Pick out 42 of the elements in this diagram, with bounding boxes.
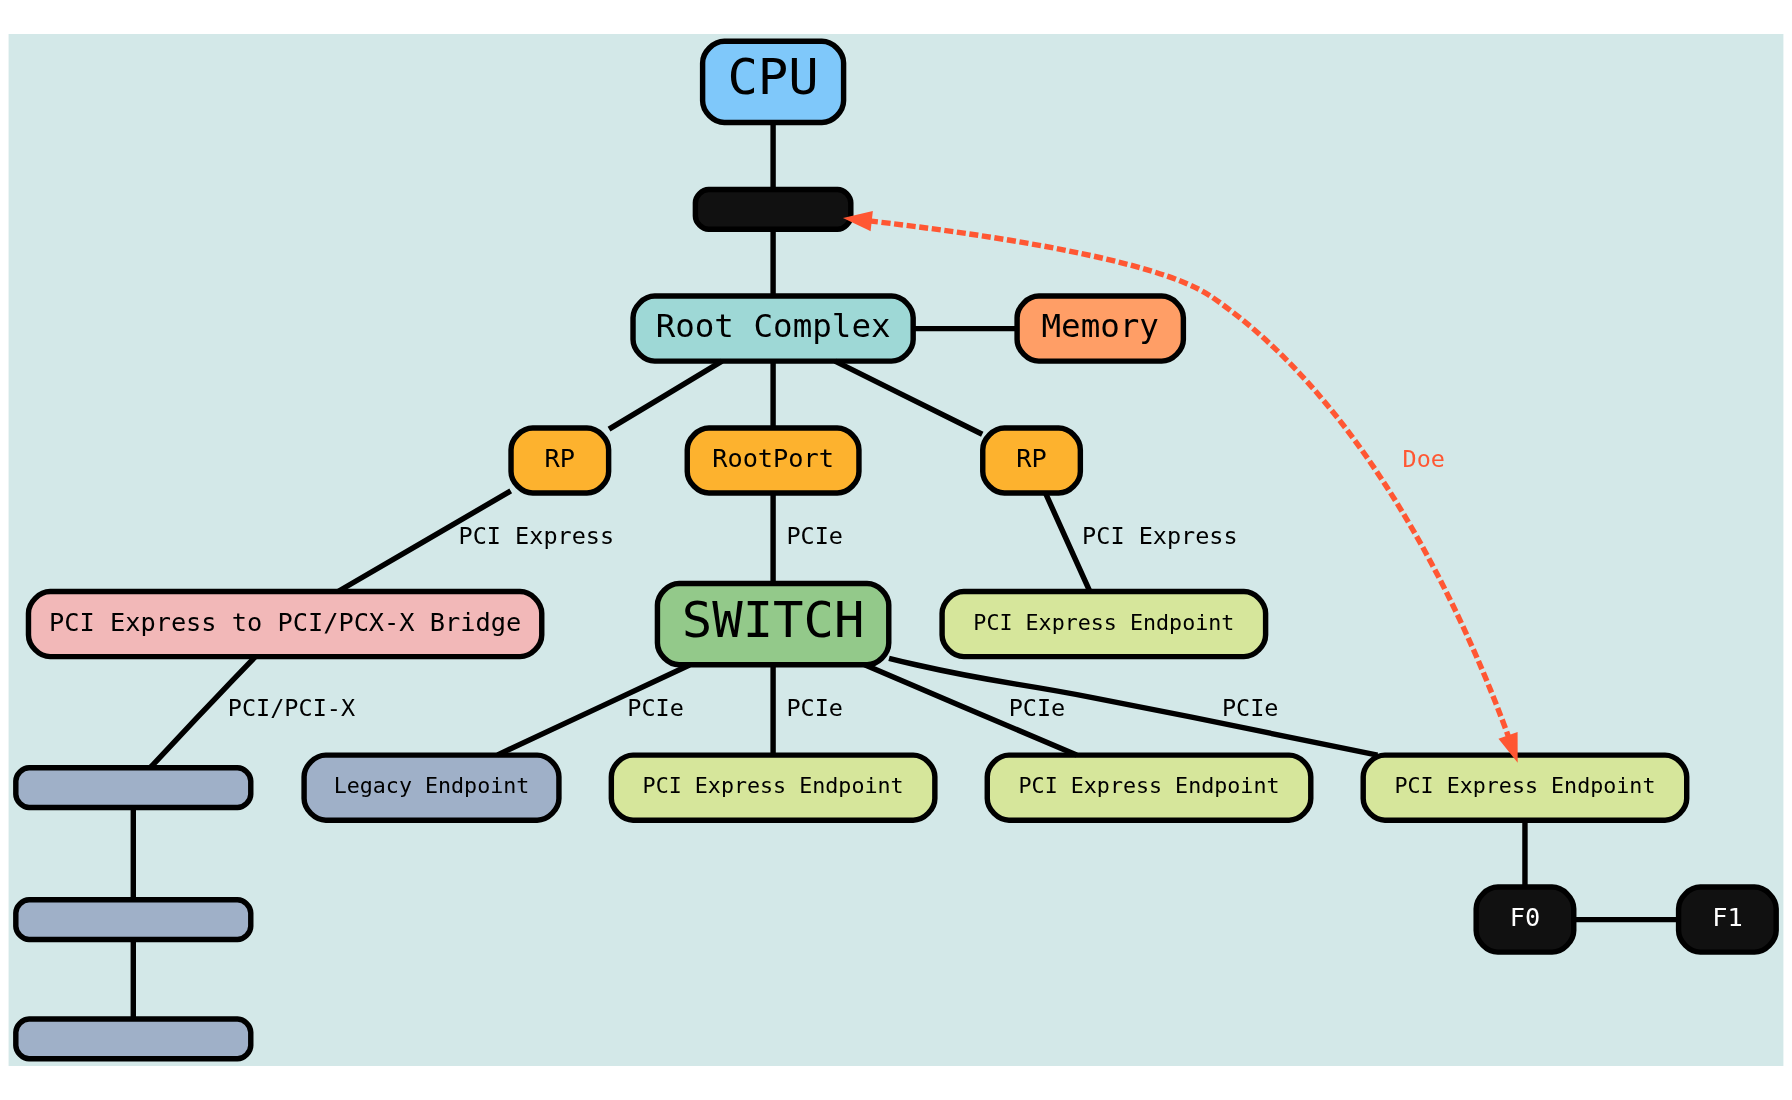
node-box: SWITCH — [654, 580, 892, 668]
node-bar — [13, 897, 254, 943]
node-box: PCI Express Endpoint — [608, 752, 938, 823]
node-bar — [13, 765, 254, 811]
node-box: Legacy Endpoint — [301, 752, 562, 823]
node-box: CPU — [699, 38, 847, 126]
node-box: PCI Express Endpoint — [939, 588, 1269, 660]
connector — [607, 358, 724, 432]
node-box: Root Complex — [630, 293, 916, 364]
connector — [130, 807, 136, 900]
edge-label: Doe — [1402, 444, 1445, 473]
edge-label: PCI Express — [458, 522, 615, 551]
connector — [770, 229, 776, 296]
edge-label: PCIe — [1008, 694, 1066, 723]
edge-label: PCI Express — [1082, 522, 1238, 551]
node-box: RP — [508, 425, 612, 496]
node-bar — [13, 1016, 254, 1062]
connector — [770, 665, 776, 755]
node-box: Memory — [1014, 293, 1187, 364]
connector — [770, 122, 776, 189]
edge-label: PCIe — [786, 522, 843, 551]
node-box: F0 — [1473, 884, 1577, 955]
connector — [1574, 916, 1679, 923]
connector — [913, 325, 1017, 332]
connector — [130, 939, 136, 1019]
node-box: F1 — [1675, 884, 1779, 955]
edge-label: PCIe — [786, 694, 843, 723]
node-box: PCI Express Endpoint — [1360, 752, 1690, 823]
connector — [770, 493, 776, 584]
node-box: RP — [980, 425, 1084, 496]
node-box — [692, 186, 854, 232]
edge-label: PCIe — [1221, 694, 1279, 723]
connector — [770, 361, 776, 428]
node-box: PCI Express Endpoint — [984, 752, 1314, 823]
arrow — [842, 211, 1518, 763]
connector — [888, 655, 1379, 758]
edge-label: PCIe — [627, 694, 684, 723]
node-box: PCI Express to PCI/PCX-X Bridge — [25, 588, 545, 660]
connector — [1522, 820, 1528, 887]
node-box: RootPort — [684, 425, 862, 496]
connector — [833, 358, 984, 437]
edge-label: PCI/PCI-X — [227, 694, 356, 723]
